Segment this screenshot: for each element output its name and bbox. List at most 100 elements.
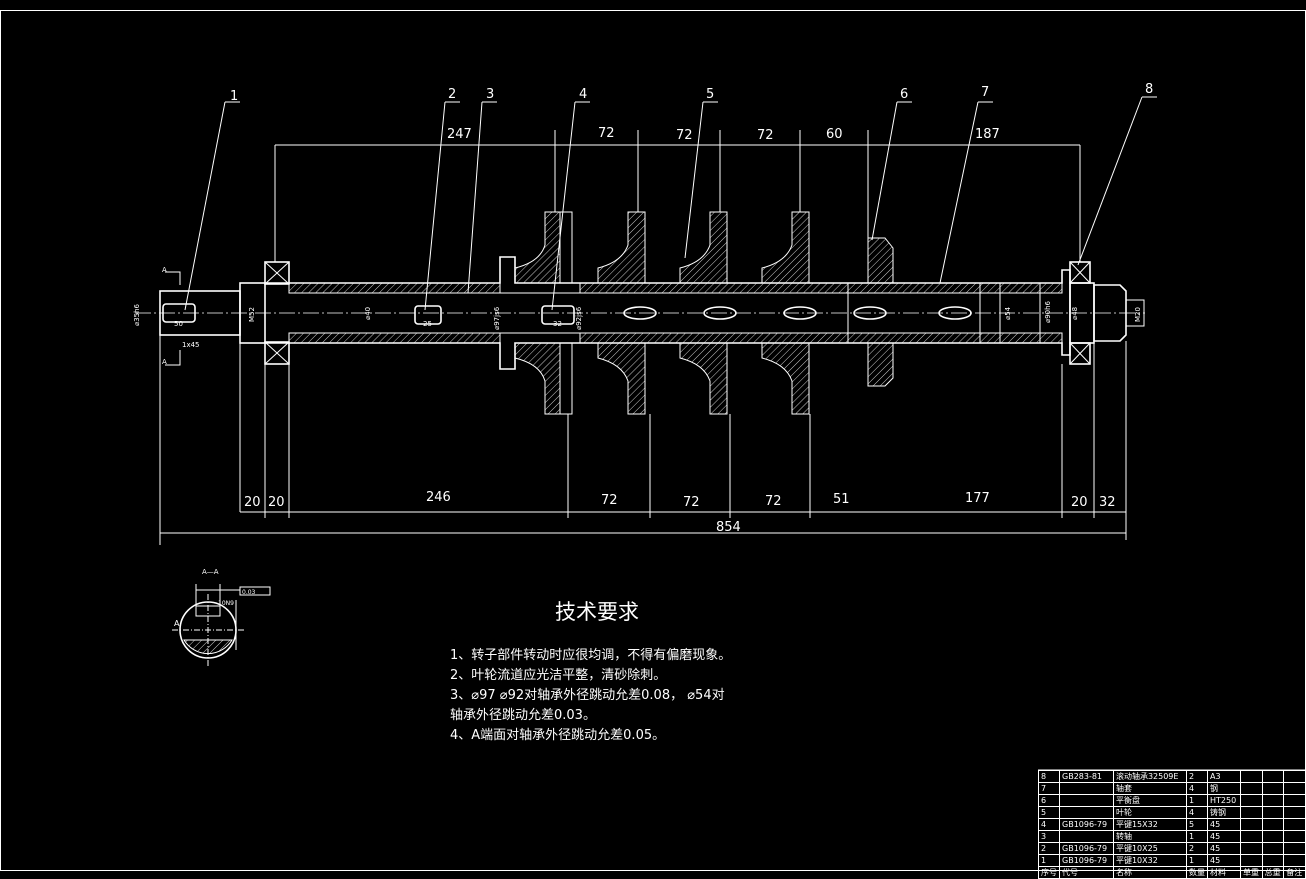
bom-cell: 铸钢 <box>1206 806 1242 819</box>
dimension-lines <box>159 130 1127 545</box>
bom-cell: 2 <box>1186 770 1208 783</box>
bom-cell <box>1261 806 1285 819</box>
tech-line-2: 2、叶轮流道应光洁平整，清砂除刺。 <box>450 668 667 683</box>
bom-cell: GB1096-79 <box>1059 818 1114 831</box>
bom-cell: 2 <box>1186 842 1208 855</box>
bom-cell: 2 <box>1038 842 1060 855</box>
bom-cell <box>1240 782 1263 795</box>
dia-54: ⌀54 <box>1004 306 1012 320</box>
top-dim-72a: 72 <box>598 126 615 141</box>
bom-cell <box>1261 794 1285 807</box>
bom-cell: 平键10X32 <box>1112 854 1188 867</box>
right-bearing <box>1069 261 1091 365</box>
bom-header-cell: 名称 <box>1112 866 1188 879</box>
part-label-6: 6 <box>900 87 908 102</box>
bottom-dim-72a: 72 <box>601 493 618 508</box>
part-label-5: 5 <box>706 87 714 102</box>
bom-cell <box>1059 830 1114 843</box>
keyways <box>162 303 972 325</box>
dia-92: ⌀92js6 <box>575 306 583 330</box>
bom-cell: 45 <box>1206 854 1242 867</box>
bottom-dimension-values: 20 20 246 72 72 72 51 177 20 32 854 <box>244 490 1116 535</box>
bom-cell: 6 <box>1038 794 1060 807</box>
dia-m52: M52 <box>248 307 256 322</box>
bom-cell <box>1283 842 1306 855</box>
part-label-7: 7 <box>981 85 989 100</box>
top-dim-187: 187 <box>975 127 1000 142</box>
balance-disk <box>867 237 894 387</box>
bom-cell: 45 <box>1206 818 1242 831</box>
section-tol: 0.03 <box>242 589 256 596</box>
top-dim-60: 60 <box>826 127 843 142</box>
bom-cell: 45 <box>1206 830 1242 843</box>
key-label-32: 32 <box>553 320 562 328</box>
bom-cell <box>1283 818 1306 831</box>
part-label-1: 1 <box>230 89 238 104</box>
bom-cell: 3 <box>1038 830 1060 843</box>
dia-40: ⌀40 <box>364 307 372 320</box>
top-dimension-values: 247 72 72 72 60 187 <box>447 126 1000 143</box>
bom-cell <box>1059 794 1114 807</box>
bom-header-cell: 单重 <box>1240 866 1263 879</box>
bom-header-cell: 备注 <box>1283 866 1306 879</box>
bom-cell: 45 <box>1206 842 1242 855</box>
bom-cell: 轴套 <box>1112 782 1188 795</box>
chamfer-label: 1x45 <box>182 341 200 349</box>
top-dim-72c: 72 <box>757 128 774 143</box>
bom-cell: 1 <box>1038 854 1060 867</box>
bom-cell: 转轴 <box>1112 830 1188 843</box>
key-label-50: 50 <box>174 320 183 328</box>
bom-cell <box>1240 830 1263 843</box>
dia-90: ⌀90h6 <box>1044 300 1052 323</box>
top-dim-72b: 72 <box>676 128 693 143</box>
bom-cell <box>1059 806 1114 819</box>
bottom-dim-72c: 72 <box>765 494 782 509</box>
tech-line-3: 3、⌀97 ⌀92对轴承外径跳动允差0.08， ⌀54对 <box>450 688 725 703</box>
section-a-a-view: A—A 0.03 10N9 A <box>172 568 271 666</box>
section-fit: 10N9 <box>218 600 234 607</box>
part-label-4: 4 <box>579 87 587 102</box>
key-label-25: 25 <box>423 320 432 328</box>
bom-cell: HT250 <box>1206 794 1242 807</box>
bom-cell <box>1240 806 1263 819</box>
bom-cell <box>1240 818 1263 831</box>
bottom-dim-20a: 20 <box>244 495 261 510</box>
bom-cell: 平衡盘 <box>1112 794 1188 807</box>
section-title: A—A <box>202 568 219 576</box>
bom-cell <box>1261 842 1285 855</box>
bom-cell <box>1240 770 1263 783</box>
bom-cell <box>1283 854 1306 867</box>
section-ref: A <box>174 619 180 628</box>
tech-line-4: 轴承外径跳动允差0.03。 <box>450 708 596 723</box>
bom-cell <box>1261 818 1285 831</box>
bottom-dim-246: 246 <box>426 490 451 505</box>
impeller-group <box>514 211 810 415</box>
tech-line-5: 4、A端面对轴承外径跳动允差0.05。 <box>450 728 666 743</box>
bom-cell <box>1240 842 1263 855</box>
bom-cell: 叶轮 <box>1112 806 1188 819</box>
key-labels: 50 25 32 1x45 A A <box>162 266 562 366</box>
bom-cell: 5 <box>1038 806 1060 819</box>
bom-header-cell: 材料 <box>1206 866 1242 879</box>
bom-cell <box>1283 782 1306 795</box>
bom-cell: 4 <box>1186 782 1208 795</box>
section-marker-top: A <box>162 266 167 274</box>
part-label-8: 8 <box>1145 82 1153 97</box>
bom-cell <box>1059 782 1114 795</box>
bom-cell: 4 <box>1186 806 1208 819</box>
dia-48: ⌀48 <box>1071 307 1079 320</box>
bom-cell: A3 <box>1206 770 1242 783</box>
bottom-dim-32: 32 <box>1099 495 1116 510</box>
bom-header-cell: 数量 <box>1186 866 1208 879</box>
tech-line-1: 1、转子部件转动时应很均调，不得有偏磨现象。 <box>450 648 732 663</box>
bom-cell <box>1261 770 1285 783</box>
bom-cell: 8 <box>1038 770 1060 783</box>
